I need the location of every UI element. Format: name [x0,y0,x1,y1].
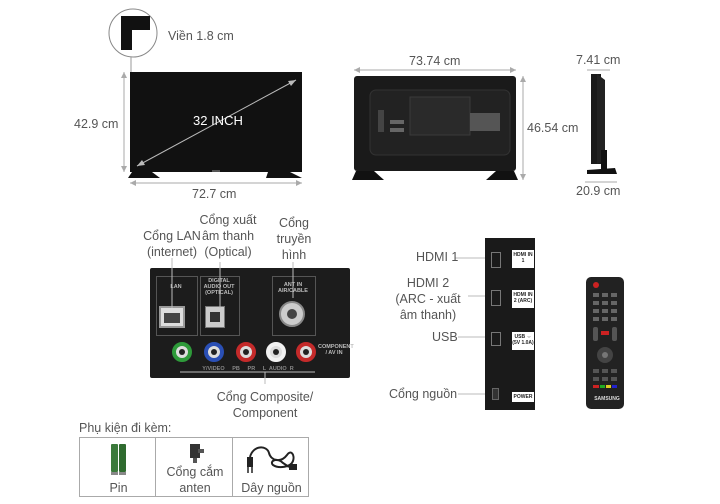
remote-illustration [586,277,624,409]
width-label: 72.7 cm [192,187,237,201]
panel-composite-text: COMPONENT / AV IN [318,344,354,356]
accessory-battery: Pin [79,437,156,497]
accessory-label: Cổng cắm anten [166,465,224,495]
accessory-label: Dây nguồn [241,481,302,495]
accessories-title: Phụ kiện đi kèm: [79,421,172,435]
height-label: 42.9 cm [74,117,119,131]
accessory-label: Pin [109,481,128,495]
antenna-section [272,276,316,336]
antenna-port [279,301,305,327]
bezel-label: Viền 1.8 cm [168,29,234,43]
hdmi2-label: HDMI 2 (ARC - xuất âm thanh) [395,276,461,322]
composite-jack-green [172,342,192,362]
back-height-label: 46.54 cm [527,121,579,135]
power-cord-icon [247,446,297,473]
composite-jack-white [266,342,286,362]
hdmi2-port [491,290,501,306]
screen-size-label: 32 INCH [193,113,243,128]
side-tag-usb: USB ⇔ (5V 1.0A) [512,332,534,350]
composite-jack-blue [204,342,224,362]
panel-lan-text: LAN [170,284,182,290]
back-width-label: 73.74 cm [409,54,461,68]
tv-front-illustration [108,8,302,186]
panel-optical-text: DIGITAL AUDIO OUT (OPTICAL) [203,278,235,296]
hdmi1-label: HDMI 1 [416,250,459,264]
antenna-port-label: Cổng truyền hình [276,216,312,262]
remote-brand: SAMSUNG [594,396,620,402]
antenna-adapter-icon [190,444,204,463]
stand-depth-label: 20.9 cm [576,184,621,198]
composite-port-label: Cổng Composite/ Component [216,390,314,420]
accessory-antenna-adapter: Cổng cắm anten [155,437,233,497]
composite-jack-red-pr [236,342,256,362]
usb-label: USB [432,330,458,344]
lan-section [156,276,198,336]
panel-bottom-text: Y/VIDEO PB PR L AUDIO R [202,366,294,372]
hdmi1-port [491,252,501,268]
tv-back-illustration [352,67,526,180]
usb-port [491,332,501,346]
tv-side-illustration [585,69,617,183]
rear-port-panel: LAN DIGITAL AUDIO OUT (OPTICAL) ANT IN A… [150,268,354,378]
side-tag-hdmi1: HDMI IN 1 [512,250,534,268]
power-port-label: Cổng nguồn [389,387,458,401]
depth-label: 7.41 cm [576,53,621,67]
lan-port [159,306,185,328]
optical-port-label: Cổng xuất âm thanh (Optical) [199,213,257,259]
power-port [492,388,499,400]
composite-jack-red-audio [296,342,316,362]
accessory-power-cord: Dây nguồn [232,437,309,497]
side-tag-hdmi2: HDMI IN 2 (ARC) [512,290,534,308]
side-port-panel: HDMI IN 1 HDMI IN 2 (ARC) USB ⇔ (5V 1.0A… [485,238,535,410]
optical-port [205,306,225,328]
side-tag-power: POWER [512,392,534,402]
lan-port-label: Cổng LAN (internet) [143,229,201,259]
battery-icon [111,444,126,475]
